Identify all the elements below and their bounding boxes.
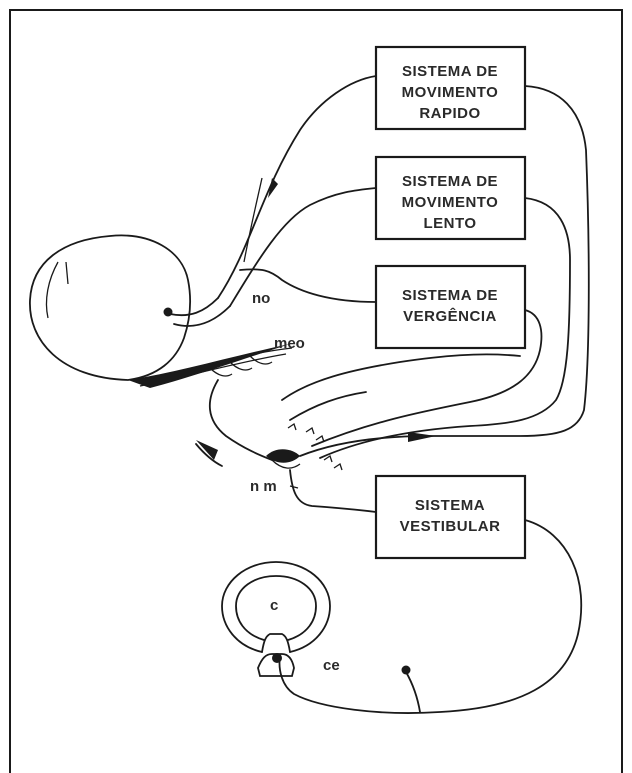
label-no: no bbox=[252, 290, 270, 307]
fiber-1 bbox=[244, 178, 262, 262]
label-ce: ce bbox=[323, 657, 340, 674]
label-meo: meo bbox=[274, 335, 305, 352]
label-c: c bbox=[270, 597, 278, 614]
arrow-left bbox=[196, 440, 218, 460]
box-vestibular-line1: SISTEMA bbox=[415, 497, 485, 514]
box-vestibular: SISTEMA VESTIBULAR bbox=[376, 476, 525, 558]
vestibular-terminal bbox=[290, 486, 298, 488]
box-slow-line2: MOVIMENTO bbox=[402, 194, 499, 211]
retina-spot bbox=[164, 308, 173, 317]
box-rapid-movement: SISTEMA DE MOVIMENTO RAPIDO bbox=[376, 47, 525, 129]
box-vestibular-line2: VESTIBULAR bbox=[400, 518, 501, 535]
semicircular-canal bbox=[222, 562, 330, 676]
motor-nerve bbox=[210, 380, 272, 460]
box-vergence-line1: SISTEMA DE bbox=[402, 287, 498, 304]
box-slow-movement: SISTEMA DE MOVIMENTO LENTO bbox=[376, 157, 525, 239]
return-branch bbox=[290, 392, 366, 420]
optic-nerve bbox=[170, 298, 218, 315]
return-slow-2 bbox=[282, 354, 520, 400]
vestibular-to-nucleus bbox=[290, 470, 376, 512]
box-rapid-line3: RAPIDO bbox=[419, 105, 480, 122]
box-vergence-line2: VERGÊNCIA bbox=[403, 307, 497, 325]
motor-nucleus bbox=[266, 449, 300, 468]
path-to-slow bbox=[230, 188, 376, 306]
path-to-rapid bbox=[218, 76, 376, 298]
box-vergence: SISTEMA DE VERGÊNCIA bbox=[376, 266, 525, 348]
box-rapid-line1: SISTEMA DE bbox=[402, 63, 498, 80]
arrow-return bbox=[408, 432, 436, 442]
box-slow-line1: SISTEMA DE bbox=[402, 173, 498, 190]
box-rapid-line2: MOVIMENTO bbox=[402, 84, 499, 101]
eyeball bbox=[30, 235, 190, 380]
box-slow-line3: LENTO bbox=[423, 215, 476, 232]
label-nm: n m bbox=[250, 478, 277, 495]
ganglion-cell bbox=[402, 666, 411, 675]
extraocular-muscle bbox=[128, 344, 292, 388]
ganglion-stalk bbox=[406, 672, 420, 712]
synapse-terminals bbox=[288, 424, 342, 470]
